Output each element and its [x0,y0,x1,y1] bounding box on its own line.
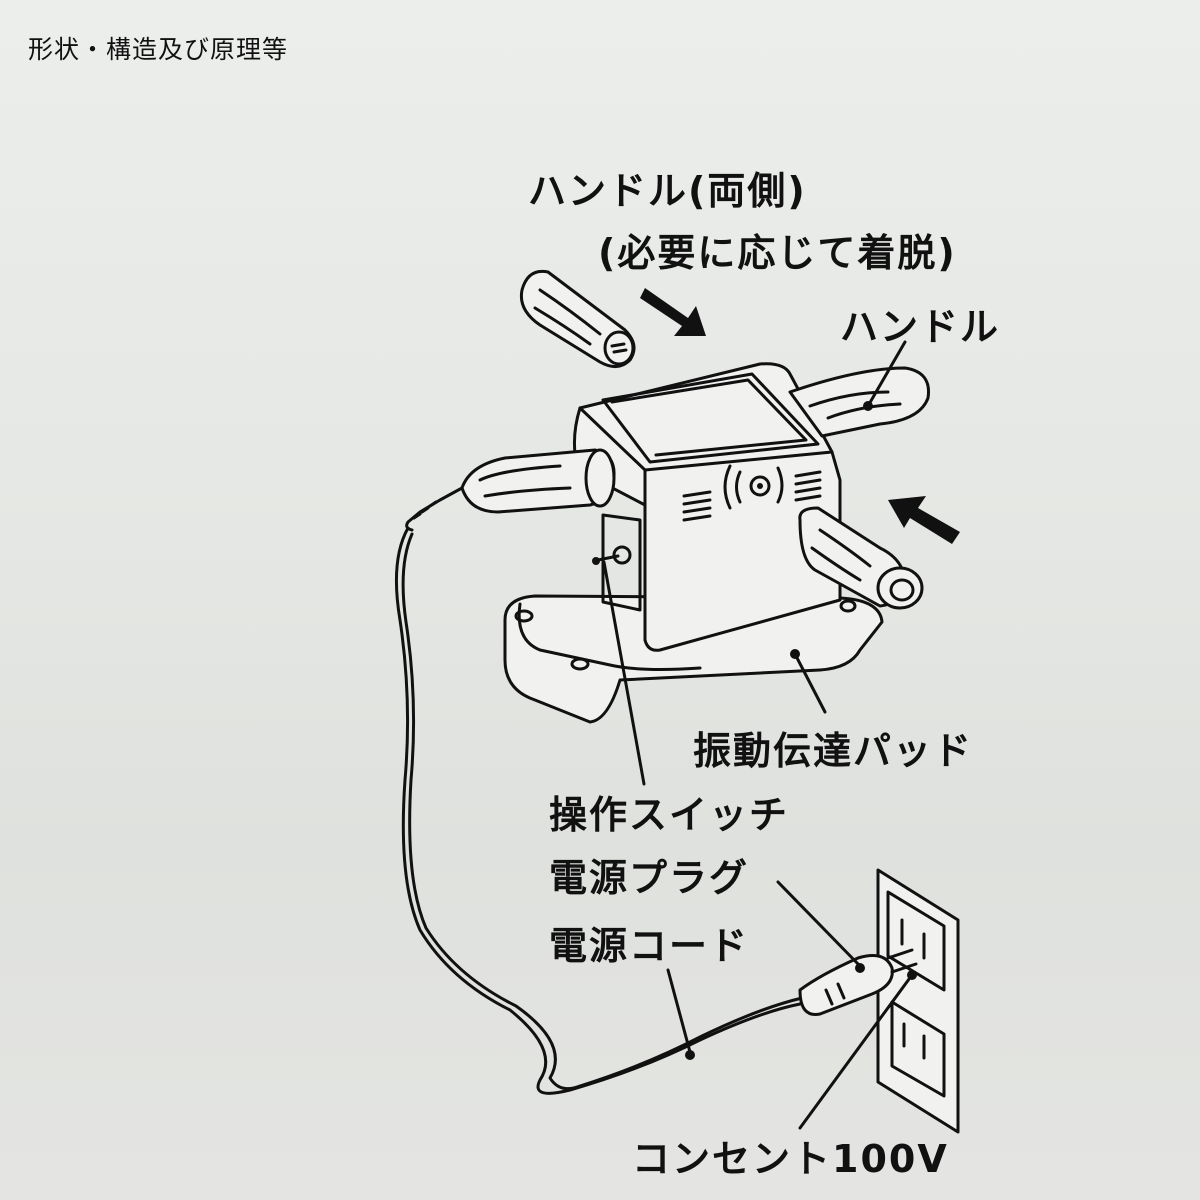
vibration-pad-drawing [503,594,884,724]
left-handle-drawing [405,448,616,532]
leader-cord [666,968,692,1054]
leader-pad [793,652,827,714]
attach-arrows [640,288,960,544]
section-heading: 形状・構造及び原理等 [28,35,289,64]
label-handle: ハンドル [840,305,1001,349]
right-handle-drawing [798,506,924,610]
leader-outlet [798,973,914,1130]
power-cord-drawing [394,526,804,1095]
label-power-cord: 電源コード [549,924,750,968]
label-outlet: コンセント100V [632,1137,949,1181]
power-plug-drawing [798,948,918,1016]
label-vibration-pad: 振動伝達パッド [693,729,974,773]
label-operation-switch: 操作スイッチ [549,793,790,837]
detached-handle-drawing [519,269,636,368]
leader-handle [866,340,907,408]
label-handle-detach-note: (必要に応じて着脱) [598,231,957,275]
leader-lines [602,340,917,1130]
wall-outlet-drawing [876,868,960,1134]
rear-handle-drawing [788,366,931,438]
label-handle-both-sides: ハンドル(両側) [528,169,807,213]
leader-plug [776,880,862,968]
label-power-plug: 電源プラグ [549,856,750,900]
leader-switch [602,560,646,786]
device-body-drawing [573,362,842,652]
